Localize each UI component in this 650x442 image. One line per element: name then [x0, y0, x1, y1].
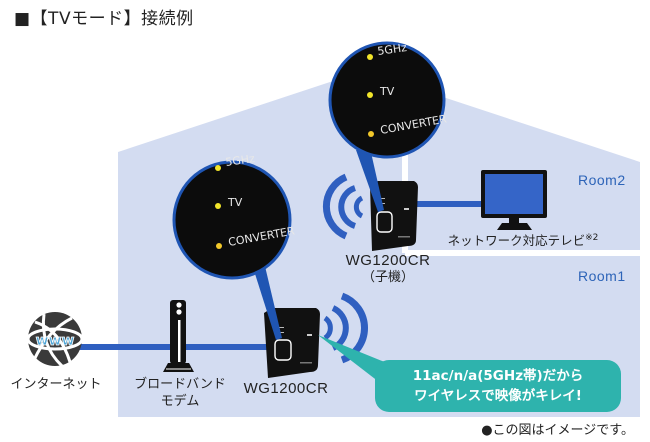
www-globe-icon: www: [26, 312, 84, 368]
wifi-waves-child-icon: [322, 173, 364, 240]
led-label-5ghz: 5GHz: [225, 152, 256, 169]
parent-router-label: WG1200CR: [243, 380, 329, 397]
modem-label: ブロードバンド モデム: [128, 376, 232, 410]
diagram-title: ■【TVモード】接続例: [14, 9, 194, 29]
callout-pointer: [318, 335, 392, 392]
child-router-sublabel: （子機）: [361, 270, 414, 285]
image-note: ●この図はイメージです。: [481, 423, 634, 438]
modem-icon: [163, 300, 194, 372]
led-label-tv: TV: [379, 85, 395, 98]
zoom-pointer-parent: [250, 258, 282, 340]
modem-label-line2: モデム: [160, 394, 200, 409]
svg-text:www: www: [36, 333, 75, 349]
tv-label-text: ネットワーク対応テレビ: [447, 233, 586, 248]
led-label-5ghz: 5GHz: [377, 41, 408, 58]
room2-label: Room2: [578, 172, 626, 188]
zoom-pointer-child: [356, 148, 384, 212]
feature-callout: 11ac/n/a(5GHz帯)だから ワイヤレスで映像がキレイ!: [375, 360, 621, 412]
child-router-model: WG1200CR: [345, 252, 431, 269]
led-zoom-circle-child: 5GHz TV CONVERTER: [328, 41, 448, 159]
tv-footnote-marker: ※2: [585, 233, 599, 243]
led-label-tv: TV: [227, 196, 243, 209]
tv-monitor-icon: [481, 170, 547, 230]
callout-line1: 11ac/n/a(5GHz帯)だから: [412, 368, 584, 384]
internet-label: インターネット: [10, 377, 102, 392]
callout-line2: ワイヤレスで映像がキレイ!: [414, 388, 582, 404]
tv-label: ネットワーク対応テレビ※2: [438, 230, 608, 249]
room1-label: Room1: [578, 268, 626, 284]
child-router-icon: [370, 181, 418, 251]
led-zoom-circle-parent: 5GHz TV CONVERTER: [172, 152, 296, 280]
child-router-label: WG1200CR （子機）: [340, 252, 436, 286]
modem-label-line1: ブロードバンド: [134, 377, 226, 392]
